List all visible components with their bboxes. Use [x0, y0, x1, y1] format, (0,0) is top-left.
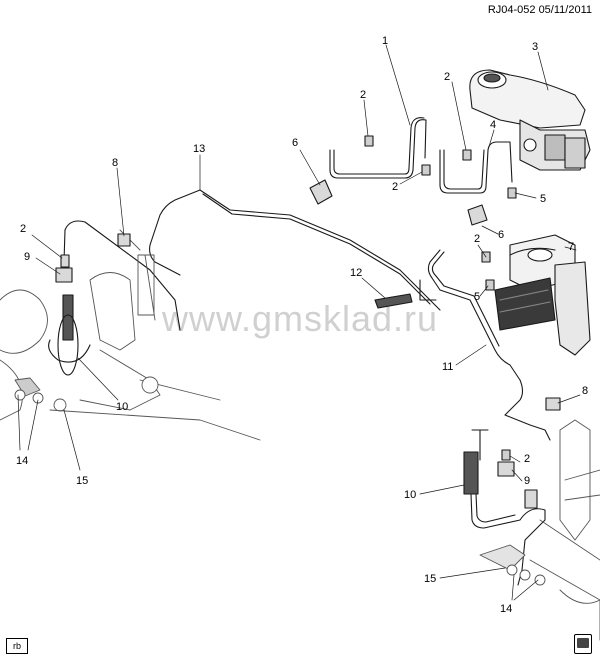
callout-10: 10 [404, 489, 416, 501]
callout-10: 10 [116, 401, 128, 413]
callout-15: 15 [76, 475, 88, 487]
callout-13: 13 [193, 143, 205, 155]
callout-7: 7 [568, 241, 574, 253]
callout-3: 3 [532, 41, 538, 53]
diagram-reference: RJ04-052 05/11/2011 [487, 4, 592, 16]
publication-icon [574, 634, 592, 654]
callout-14: 14 [500, 603, 512, 615]
callout-6: 6 [498, 229, 504, 241]
callout-1: 1 [382, 35, 388, 47]
leader-lines [17, 44, 581, 601]
callout-2: 2 [20, 223, 26, 235]
bracket-9-right [497, 461, 515, 477]
callout-9: 9 [24, 251, 30, 263]
front-suspension-left [0, 229, 261, 441]
callout-2: 2 [474, 233, 480, 245]
callout-4: 4 [490, 119, 496, 131]
clip-6-upper [309, 179, 333, 205]
callout-2: 2 [392, 181, 398, 193]
master-cylinder-reservoir [469, 69, 591, 171]
bracket-9-left [55, 267, 73, 283]
abs-module [494, 234, 591, 356]
bracket-12 [374, 293, 413, 309]
callout-12: 12 [350, 267, 362, 279]
callout-14: 14 [16, 455, 28, 467]
brake-pipe-1 [329, 117, 427, 179]
brake-pipe-13 [149, 189, 441, 311]
rear-suspension-right [479, 419, 600, 641]
callout-8: 8 [582, 385, 588, 397]
callout-6: 6 [292, 137, 298, 149]
callout-5: 5 [474, 291, 480, 303]
brake-pipe-4 [439, 141, 513, 194]
clip-6-lower [467, 204, 488, 226]
callout-8: 8 [112, 157, 118, 169]
callout-9: 9 [524, 475, 530, 487]
clip-8-right [545, 397, 561, 411]
callout-11: 11 [442, 361, 453, 373]
rear-brake-hose [463, 429, 546, 586]
callout-2: 2 [444, 71, 450, 83]
brake-pipe-11 [419, 249, 551, 441]
callout-5: 5 [540, 193, 546, 205]
callout-2: 2 [360, 89, 366, 101]
front-left-brake-line [48, 220, 181, 376]
callout-15: 15 [424, 573, 436, 585]
corner-tag: rb [6, 638, 28, 654]
callout-2: 2 [524, 453, 530, 465]
